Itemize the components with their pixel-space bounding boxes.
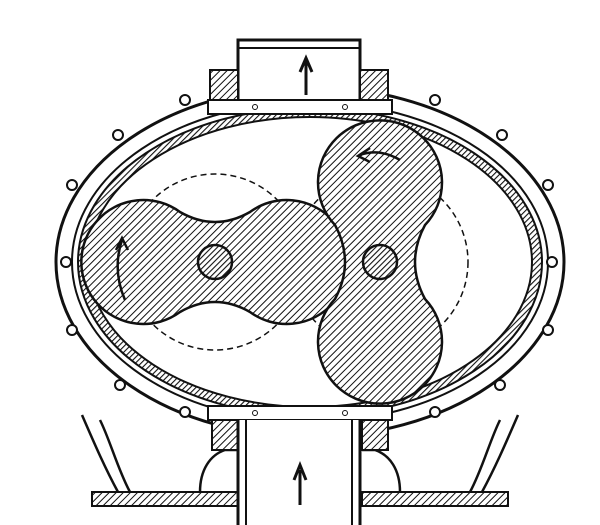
inlet-pipe (207, 405, 393, 525)
left-rotation-arrow-icon (114, 235, 130, 301)
ground-base (91, 491, 509, 507)
outlet-arrow-icon (298, 54, 314, 95)
right-rotation-arrow-icon (355, 146, 401, 164)
outlet-pipe (207, 38, 393, 115)
left-shaft (196, 243, 234, 281)
inlet-arrow-icon (292, 460, 308, 505)
right-shaft (361, 243, 399, 281)
bolt-icons (60, 94, 558, 418)
